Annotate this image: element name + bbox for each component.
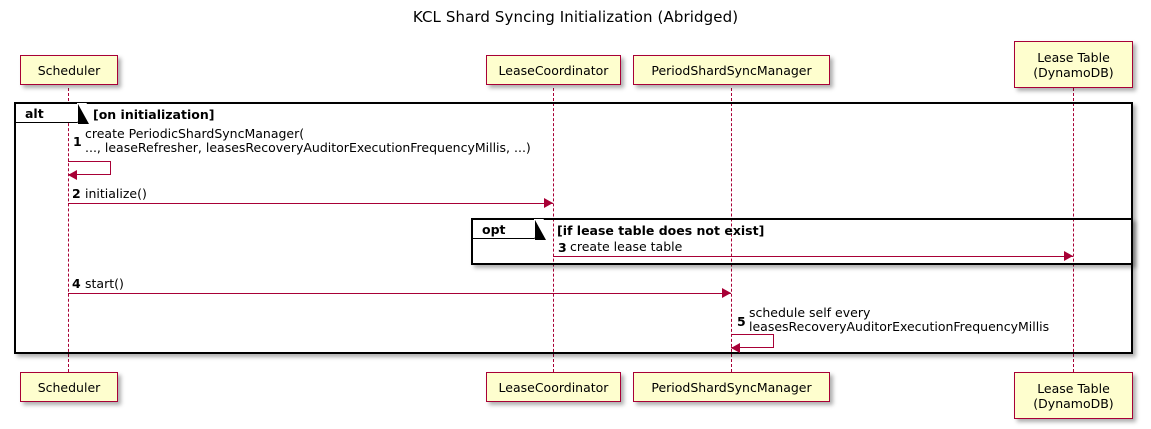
participant-periodshardsyncmanager-bottom[interactable]: PeriodShardSyncManager bbox=[633, 372, 830, 402]
message-4-label: start() bbox=[85, 276, 124, 291]
participant-scheduler-bottom[interactable]: Scheduler bbox=[20, 372, 118, 402]
message-1-label: create PeriodicShardSyncManager( ..., le… bbox=[85, 126, 531, 155]
lifeline-periodshardsyncmanager bbox=[731, 88, 732, 372]
message-4-number: 4 bbox=[72, 276, 81, 291]
message-2-label: initialize() bbox=[85, 186, 147, 201]
message-3-line bbox=[553, 256, 1073, 257]
fragment-alt-operator-label: alt bbox=[25, 105, 44, 121]
participant-scheduler-top[interactable]: Scheduler bbox=[20, 55, 118, 85]
fragment-opt-operator-label: opt bbox=[482, 221, 506, 237]
participant-leasecoordinator-top-label: LeaseCoordinator bbox=[498, 62, 609, 78]
message-5-number: 5 bbox=[737, 314, 746, 329]
diagram-title: KCL Shard Syncing Initialization (Abridg… bbox=[412, 8, 739, 26]
message-1-self-loop bbox=[68, 161, 111, 175]
lifeline-leasetable bbox=[1073, 88, 1074, 372]
participant-periodshardsyncmanager-bottom-label: PeriodShardSyncManager bbox=[651, 379, 812, 395]
lifeline-leasecoordinator bbox=[553, 88, 554, 372]
message-2-line bbox=[68, 203, 553, 204]
participant-leasetable-bottom-label: Lease Table (DynamoDB) bbox=[1033, 380, 1114, 411]
participant-scheduler-bottom-label: Scheduler bbox=[37, 379, 101, 395]
message-2-arrowhead bbox=[544, 198, 553, 208]
participant-leasecoordinator-bottom[interactable]: LeaseCoordinator bbox=[486, 372, 621, 402]
fragment-alt-operator-tab: alt bbox=[16, 103, 87, 123]
participant-leasetable-top-label: Lease Table (DynamoDB) bbox=[1033, 49, 1114, 80]
message-5-label: schedule self every leasesRecoveryAudito… bbox=[749, 305, 1050, 334]
participant-periodshardsyncmanager-top-label: PeriodShardSyncManager bbox=[651, 62, 812, 78]
message-2-number: 2 bbox=[72, 186, 81, 201]
message-3-label: create lease table bbox=[570, 239, 683, 254]
message-1-arrowhead bbox=[68, 170, 77, 180]
message-4-arrowhead bbox=[722, 288, 731, 298]
lifeline-scheduler bbox=[68, 88, 69, 372]
participant-leasetable-bottom[interactable]: Lease Table (DynamoDB) bbox=[1014, 372, 1133, 419]
participant-scheduler-top-label: Scheduler bbox=[37, 62, 101, 78]
message-3-number: 3 bbox=[558, 240, 567, 255]
fragment-opt-operator-tab: opt bbox=[473, 219, 544, 239]
participant-periodshardsyncmanager-top[interactable]: PeriodShardSyncManager bbox=[633, 55, 830, 85]
fragment-opt bbox=[471, 218, 1133, 265]
fragment-alt-guard: [on initialization] bbox=[93, 107, 215, 122]
message-4-line bbox=[68, 293, 731, 294]
fragment-opt-guard: [if lease table does not exist] bbox=[557, 223, 765, 238]
message-5-arrowhead bbox=[731, 343, 740, 353]
message-5-self-loop bbox=[731, 334, 774, 348]
participant-leasetable-top[interactable]: Lease Table (DynamoDB) bbox=[1014, 41, 1133, 88]
participant-leasecoordinator-bottom-label: LeaseCoordinator bbox=[498, 379, 609, 395]
participant-leasecoordinator-top[interactable]: LeaseCoordinator bbox=[486, 55, 621, 85]
message-1-number: 1 bbox=[73, 134, 82, 149]
message-3-arrowhead bbox=[1064, 251, 1073, 261]
